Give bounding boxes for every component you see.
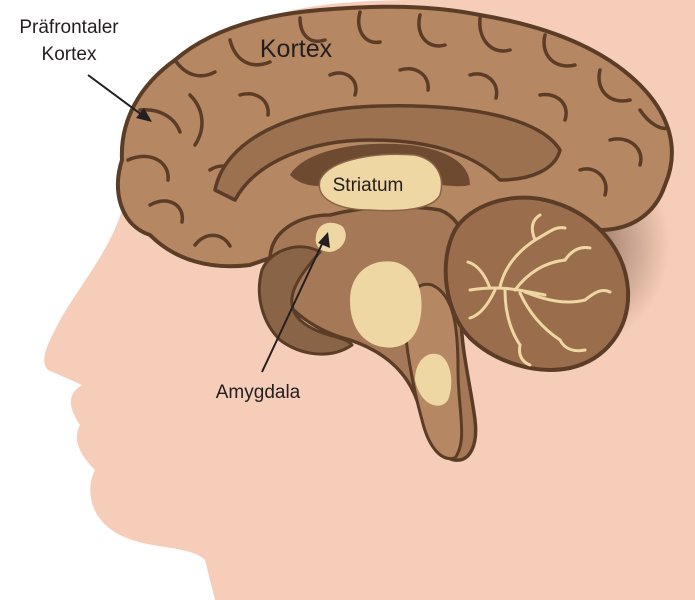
prefrontal-label-line1: Präfrontaler [19,17,119,38]
thalamus [350,261,422,347]
prefrontal-label-line2: Kortex [42,44,97,65]
striatum-label: Striatum [333,175,404,196]
amygdala-label: Amygdala [216,382,301,403]
cortex-label: Kortex [260,35,333,63]
